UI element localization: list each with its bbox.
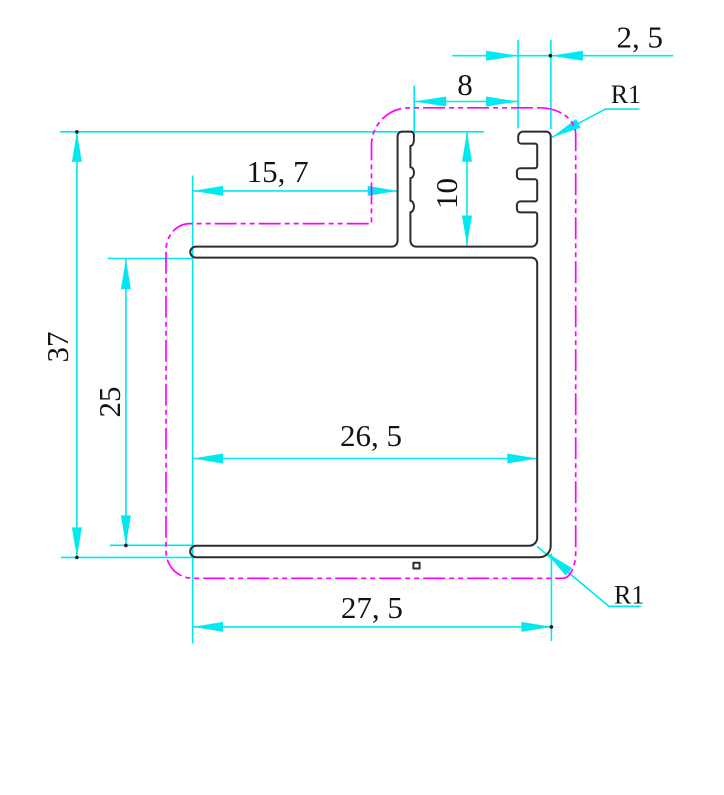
svg-text:2, 5: 2, 5 <box>616 20 663 55</box>
svg-text:26, 5: 26, 5 <box>340 418 402 453</box>
svg-text:8: 8 <box>457 67 473 102</box>
svg-text:15, 7: 15, 7 <box>247 154 309 189</box>
svg-text:R1: R1 <box>611 80 641 109</box>
svg-text:10: 10 <box>429 178 464 209</box>
svg-text:25: 25 <box>92 387 127 418</box>
svg-text:27, 5: 27, 5 <box>341 590 403 625</box>
svg-text:37: 37 <box>40 332 75 363</box>
svg-text:R1: R1 <box>614 581 644 610</box>
